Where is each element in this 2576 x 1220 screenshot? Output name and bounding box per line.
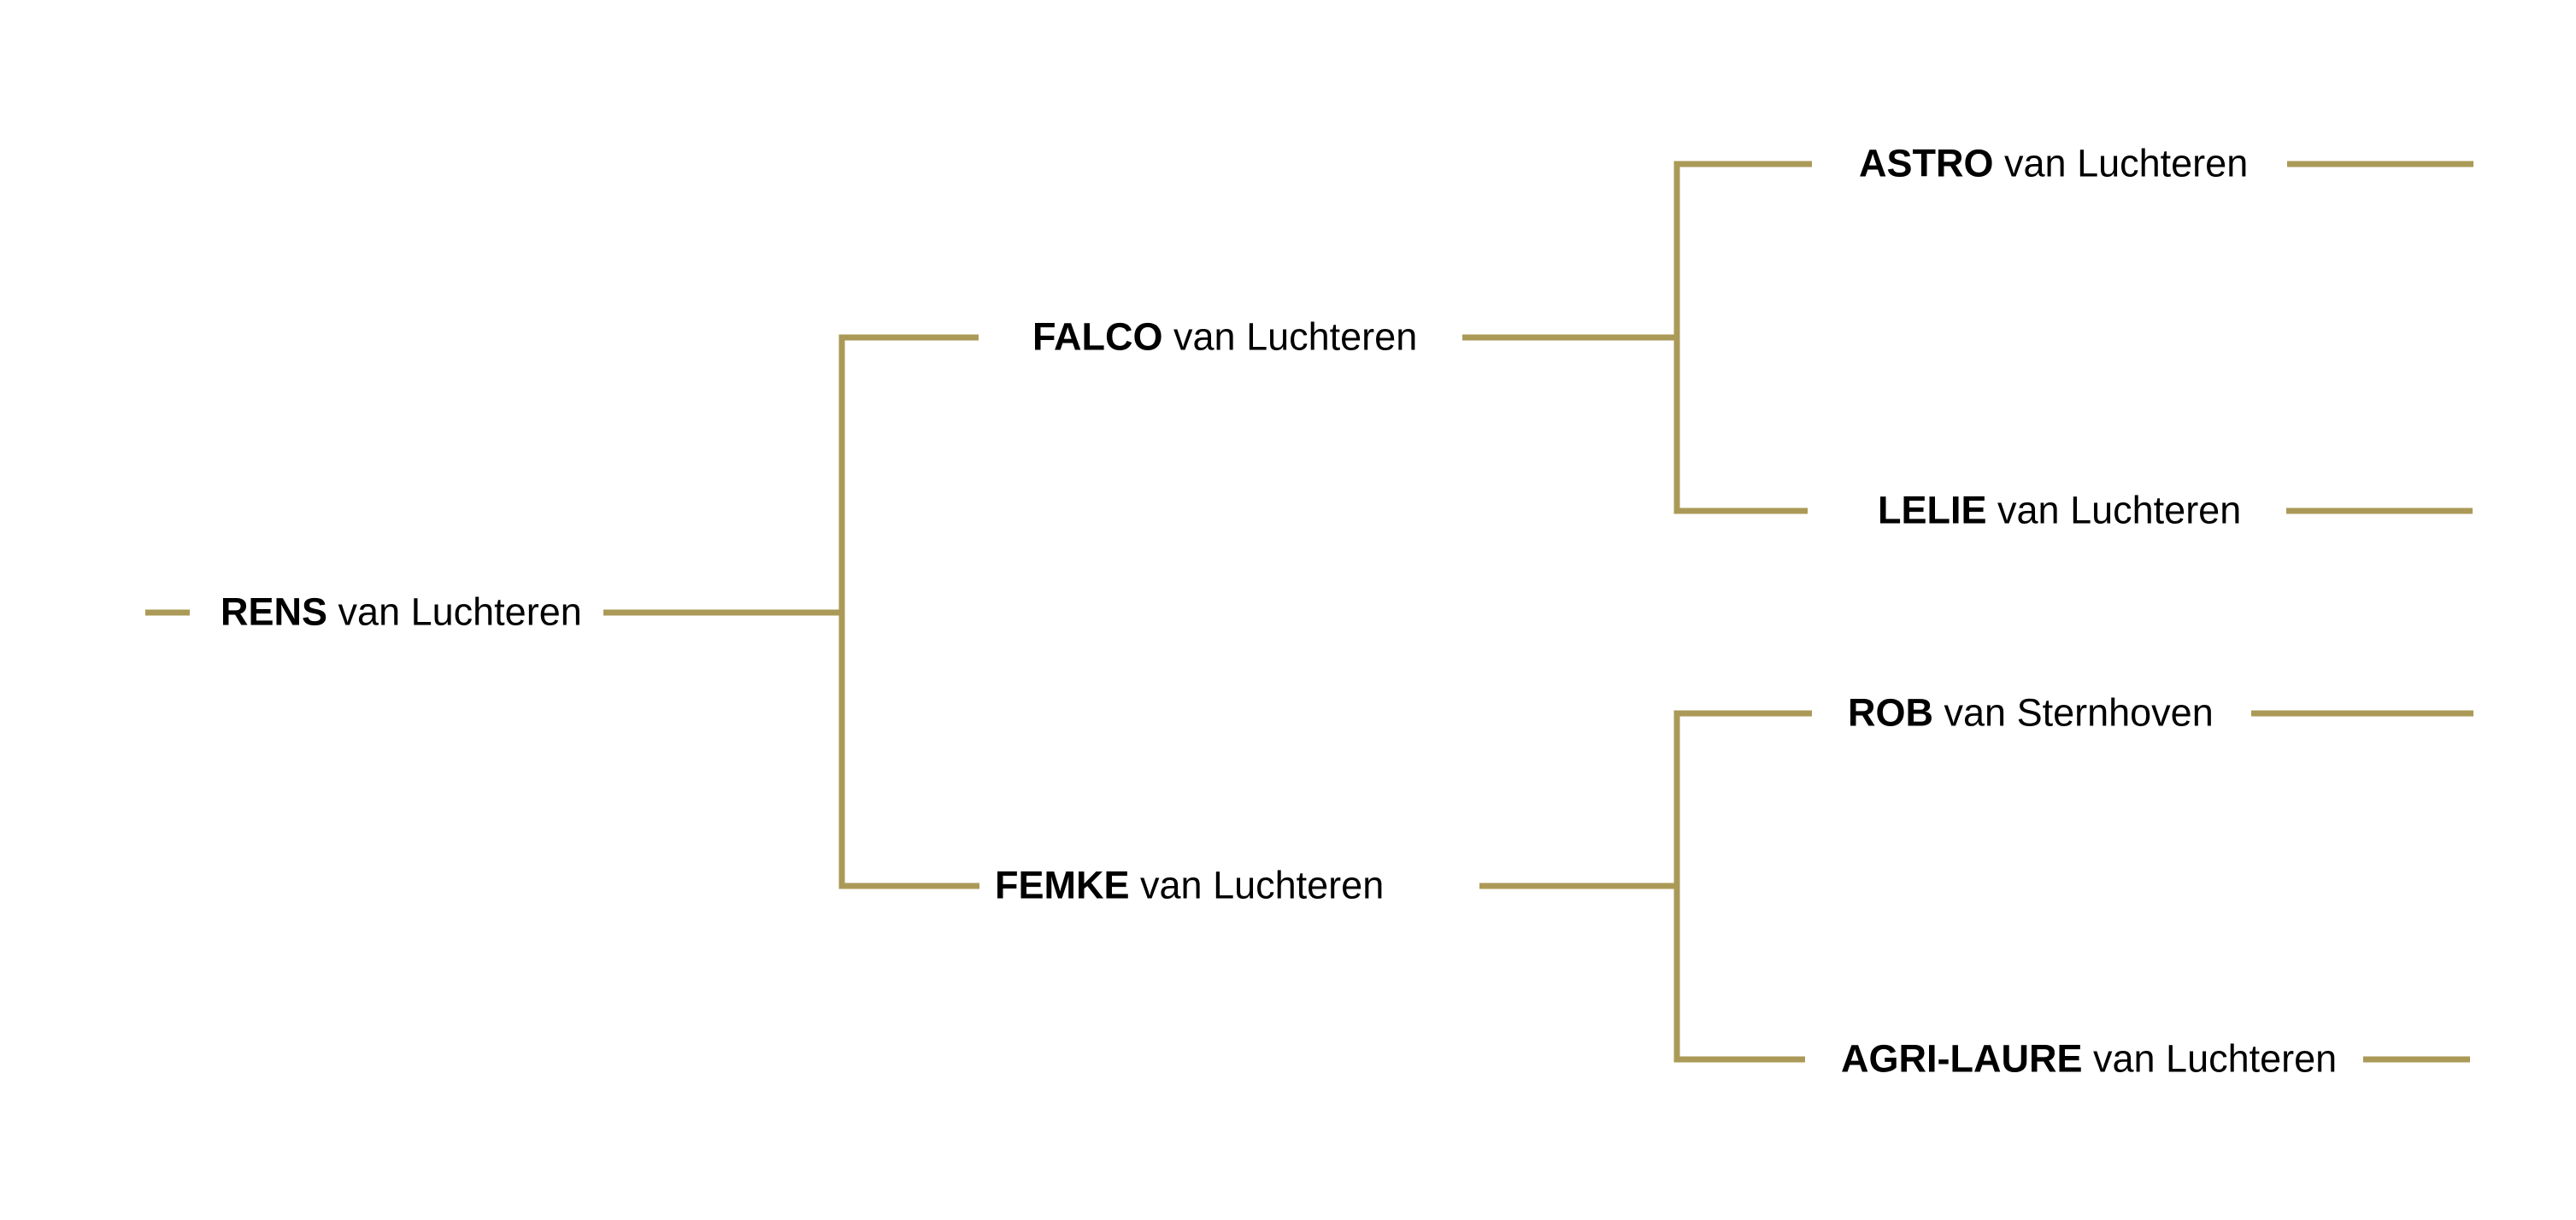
node-dam: FEMKE van Luchteren [995,864,1384,906]
dam-dam-suffix: van Luchteren [2093,1036,2338,1081]
node-subject: RENS van Luchteren [221,590,582,633]
sire-dam-suffix: van Luchteren [1997,488,2242,532]
parents-bracket-line [838,334,979,889]
node-sire-dam: LELIE van Luchteren [1878,489,2241,531]
subject-suffix: van Luchteren [338,589,582,634]
sire-name: FALCO [1032,314,1163,359]
node-dam-sire: ROB van Sternhoven [1848,691,2214,734]
dam-sire-suffix: van Sternhoven [1944,690,2214,735]
node-sire: FALCO van Luchteren [1032,315,1417,358]
falco-parents-bracket-line [1673,161,1812,514]
sire-dam-name: LELIE [1878,488,1987,532]
sire-sire-name: ASTRO [1859,141,1994,185]
dam-sire-name: ROB [1848,690,1933,735]
sire-sire-suffix: van Luchteren [2004,141,2249,185]
dam-suffix: van Luchteren [1140,863,1385,907]
dam-name: FEMKE [995,863,1130,907]
node-dam-dam: AGRI-LAURE van Luchteren [1841,1037,2337,1080]
sire-suffix: van Luchteren [1173,314,1418,359]
femke-parents-bracket-line [1673,710,1812,1063]
subject-name: RENS [221,589,328,634]
dam-dam-name: AGRI-LAURE [1841,1036,2083,1081]
node-sire-sire: ASTRO van Luchteren [1859,142,2248,185]
